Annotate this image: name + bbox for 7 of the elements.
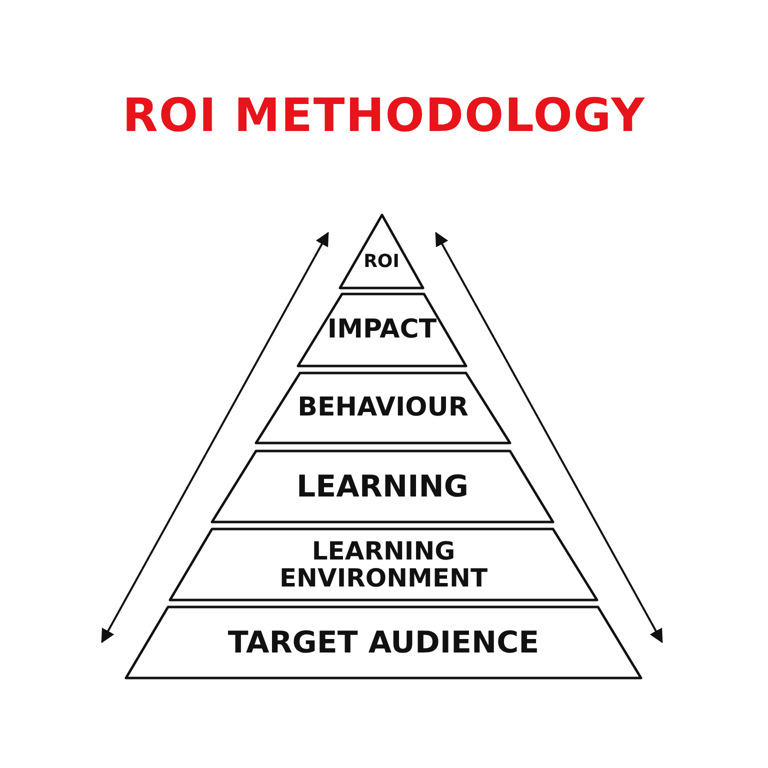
level-label: TARGET AUDIENCE (226, 626, 540, 659)
level-label: LEARNING ENVIRONMENT (278, 537, 488, 592)
level-label: BEHAVIOUR (296, 394, 470, 422)
level-label: ROI (362, 252, 400, 272)
level-label: LEARNING (296, 470, 470, 503)
level-label: IMPACT (326, 316, 438, 344)
diagram-title: ROI METHODOLOGY (122, 88, 646, 142)
